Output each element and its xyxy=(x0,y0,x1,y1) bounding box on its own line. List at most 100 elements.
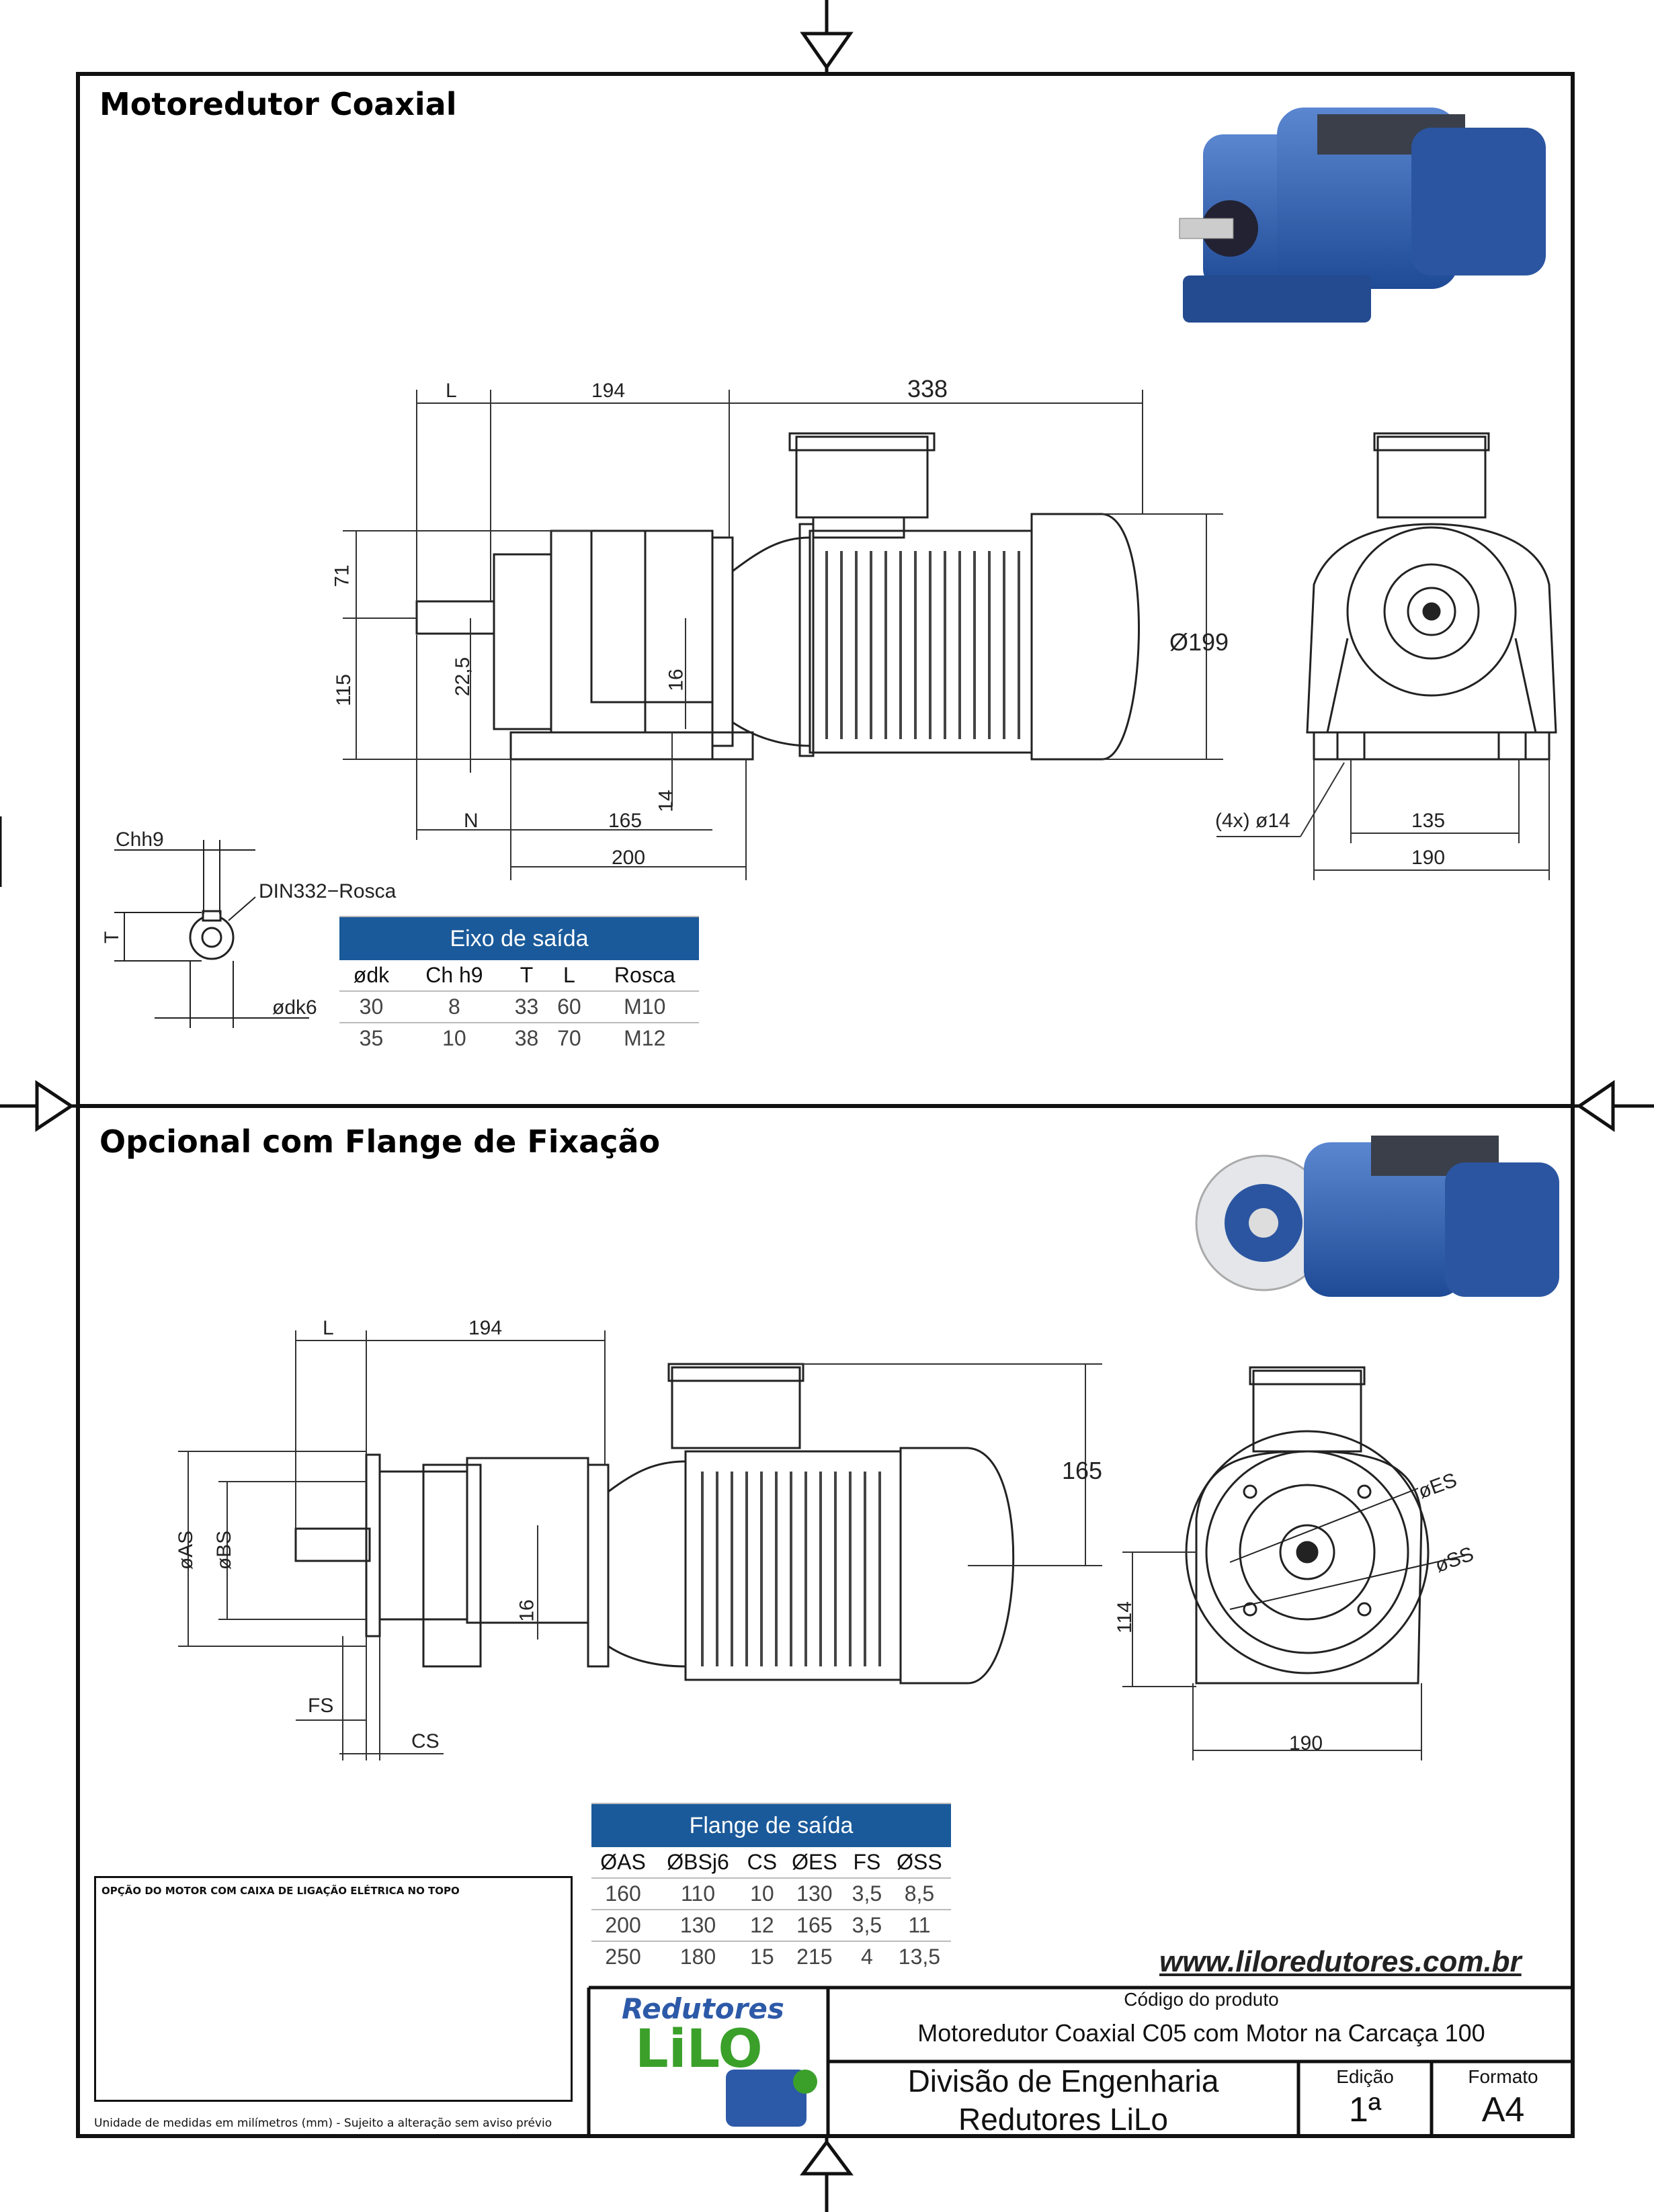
cell: 130 xyxy=(655,1909,741,1941)
top-front-dimensions xyxy=(1216,759,1550,880)
bottom-side-view xyxy=(294,1363,1015,1685)
cell: 8,5 xyxy=(887,1877,951,1910)
format-label: Formato xyxy=(1468,2066,1538,2087)
dim-71: 71 xyxy=(331,564,354,587)
shaft-col: T xyxy=(520,963,534,987)
cell: 180 xyxy=(655,1941,741,1972)
dim-22-5: 22,5 xyxy=(452,656,474,697)
table-row: 160 110 10 130 3,5 8,5 xyxy=(591,1877,951,1910)
dim-din332: DIN332−Rosca xyxy=(259,880,397,902)
title-block-lines xyxy=(587,1986,1575,2138)
section-title-flange: Opcional com Flange de Fixação xyxy=(99,1123,661,1160)
format-value: A4 xyxy=(1481,2090,1525,2129)
dim-135: 135 xyxy=(1411,810,1446,832)
dim-T: T xyxy=(101,931,124,944)
motor-option-title: OPÇÃO DO MOTOR COM CAIXA DE LIGAÇÃO ELÉT… xyxy=(101,1885,460,1897)
website-link[interactable]: www.liloredutores.com.br xyxy=(1159,1945,1522,1978)
product-code-label: Código do produto xyxy=(1124,1989,1279,2010)
cell: 4 xyxy=(845,1941,888,1972)
bottom-front-view xyxy=(1185,1366,1466,1685)
shaft-col: ødk xyxy=(353,963,390,987)
table-row: 30 8 33 60 M10 xyxy=(339,990,699,1023)
shaft-detail xyxy=(114,840,309,1028)
edition-value: 1ª xyxy=(1348,2090,1382,2129)
table-row: 250 180 15 215 4 13,5 xyxy=(591,1941,951,1972)
flange-col: ØES xyxy=(792,1850,837,1874)
flange-col: CS xyxy=(747,1850,778,1874)
division-line-1: Divisão de Engenharia xyxy=(907,2064,1219,2098)
dim-190-bottom: 190 xyxy=(1289,1732,1323,1754)
product-name: Motoredutor Coaxial C05 com Motor na Car… xyxy=(917,2019,1485,2047)
cell: 10 xyxy=(741,1877,783,1910)
section-divider xyxy=(76,1104,1575,1108)
cell: 3,5 xyxy=(845,1877,888,1910)
cell: 160 xyxy=(591,1877,655,1910)
dim-chh9: Chh9 xyxy=(116,828,164,851)
logo-top-text: Redutores xyxy=(622,1992,784,2025)
dim-oBS: øBS xyxy=(213,1530,236,1570)
cell: 38 xyxy=(505,1022,548,1054)
section-title-coaxial: Motoredutor Coaxial xyxy=(99,86,457,122)
dim-194-top: 194 xyxy=(591,380,626,402)
cell: M10 xyxy=(590,990,699,1023)
dim-oAS: øAS xyxy=(175,1530,198,1570)
cell: 200 xyxy=(591,1909,655,1941)
cell: 165 xyxy=(782,1909,846,1941)
dim-L-top: L xyxy=(446,380,457,402)
cell: 30 xyxy=(339,990,403,1023)
dim-194-bottom: 194 xyxy=(468,1317,503,1339)
dim-N: N xyxy=(464,810,479,832)
dim-338: 338 xyxy=(907,375,948,402)
cell: 13,5 xyxy=(887,1941,951,1972)
table-row: 200 130 12 165 3,5 11 xyxy=(591,1909,951,1941)
motor-option-footnote: Unidade de medidas em milímetros (mm) - … xyxy=(94,2117,552,2130)
flange-col: FS xyxy=(853,1850,881,1874)
dim-CS: CS xyxy=(411,1730,440,1752)
top-side-dimensions xyxy=(343,390,1223,880)
dim-holes: (4x) ø14 xyxy=(1215,810,1290,832)
dim-190-top: 190 xyxy=(1411,847,1446,869)
gearmotor-render-top xyxy=(1179,108,1546,323)
cell: 110 xyxy=(655,1877,741,1910)
flange-col: ØBSj6 xyxy=(667,1850,729,1874)
shaft-table-title: Eixo de saída xyxy=(339,916,699,960)
flange-table-title: Flange de saída xyxy=(591,1803,951,1847)
dim-200: 200 xyxy=(612,847,646,869)
dim-L-bottom: L xyxy=(323,1317,334,1339)
dim-115: 115 xyxy=(332,674,355,706)
shaft-col: L xyxy=(563,963,575,987)
dim-114: 114 xyxy=(1113,1601,1136,1633)
cell: 250 xyxy=(591,1941,655,1972)
dim-FS: FS xyxy=(308,1695,334,1717)
division-line-2: Redutores LiLo xyxy=(958,2102,1168,2137)
logo-main-text: LiLO xyxy=(635,2019,763,2080)
dim-165-bottom: 165 xyxy=(1062,1457,1103,1484)
gearmotor-render-bottom xyxy=(1195,1136,1559,1297)
flange-col: ØSS xyxy=(897,1850,942,1874)
flange-col: ØAS xyxy=(600,1850,646,1874)
shaft-table: Eixo de saída ødk Ch h9 T L Rosca 30 8 3… xyxy=(339,916,699,1054)
cell: 130 xyxy=(782,1877,846,1910)
dim-odk6: ødk6 xyxy=(272,996,317,1019)
dim-165-top: 165 xyxy=(608,810,643,832)
logo-graphic xyxy=(726,2070,817,2127)
shaft-col: Ch h9 xyxy=(425,963,483,987)
cell: 35 xyxy=(339,1022,403,1054)
cell: 15 xyxy=(741,1941,783,1972)
top-side-view xyxy=(415,432,1141,761)
cell: 12 xyxy=(741,1909,783,1941)
flange-table: Flange de saída ØAS ØBSj6 CS ØES FS ØSS … xyxy=(591,1803,951,1972)
top-front-view xyxy=(1306,432,1557,761)
table-row: 35 10 38 70 M12 xyxy=(339,1022,699,1054)
bottom-side-dimensions xyxy=(178,1330,1102,1760)
dim-diameter-199: Ø199 xyxy=(1169,628,1229,656)
cell: 10 xyxy=(403,1022,505,1054)
dim-16-top: 16 xyxy=(665,669,688,691)
cell: 11 xyxy=(887,1909,951,1941)
cell: 60 xyxy=(548,990,591,1023)
cell: 70 xyxy=(548,1022,591,1054)
shaft-col: Rosca xyxy=(614,963,675,987)
cell: 215 xyxy=(782,1941,846,1972)
edition-label: Edição xyxy=(1336,2066,1394,2087)
